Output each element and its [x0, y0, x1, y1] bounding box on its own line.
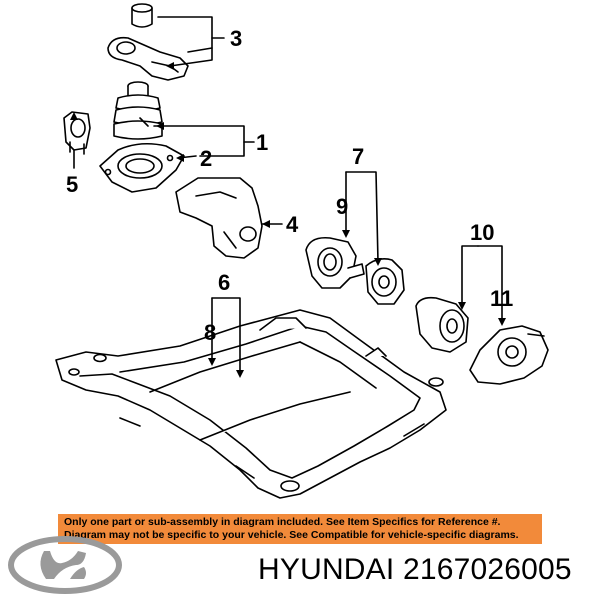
disclaimer-line-2: Diagram may not be specific to your vehi… — [64, 529, 519, 541]
callout-2: 2 — [200, 146, 212, 171]
part-1-engine-mount — [113, 81, 163, 140]
callout-5: 5 — [66, 172, 78, 197]
callout-3: 3 — [230, 26, 242, 51]
leader-lines — [73, 16, 503, 375]
callout-10: 10 — [470, 220, 494, 245]
part-5-bracket-clip — [63, 111, 91, 155]
part-4-transmission-bracket — [175, 177, 263, 259]
leader-arrowheads — [70, 62, 506, 378]
part-7-bushing — [365, 258, 405, 305]
callout-8: 8 — [204, 320, 216, 345]
subframe — [55, 309, 447, 499]
disclaimer-line-1: Only one part or sub-assembly in diagram… — [64, 516, 501, 528]
callout-4: 4 — [286, 212, 299, 237]
part-number-label: HYUNDAI 2167026005 — [258, 553, 572, 586]
disclaimer-banner: Only one part or sub-assembly in diagram… — [58, 514, 542, 544]
part-9-bushing-housing — [305, 236, 365, 289]
part-2-base-plate — [99, 142, 185, 193]
callout-6: 6 — [218, 270, 230, 295]
part-3-mount-bracket — [107, 3, 189, 81]
callout-7: 7 — [352, 144, 364, 169]
callout-1: 1 — [256, 130, 268, 155]
part-11-mount-bracket — [469, 325, 549, 385]
callout-11: 11 — [490, 286, 513, 311]
callout-9: 9 — [336, 194, 348, 219]
hyundai-logo-icon — [8, 536, 122, 594]
part-10-bushing — [415, 296, 469, 353]
